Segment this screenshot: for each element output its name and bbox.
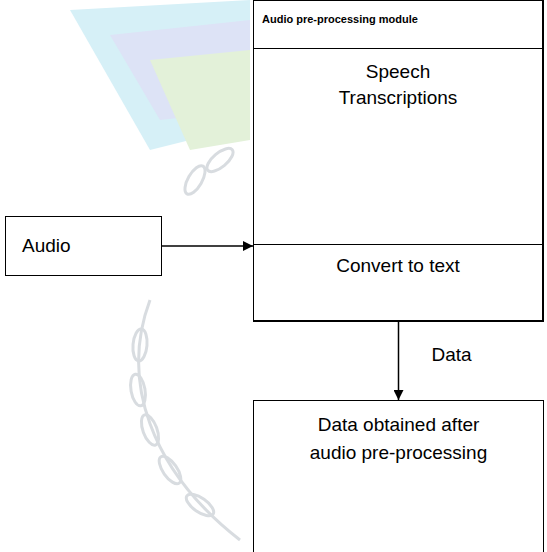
edge-label: Data <box>429 344 475 366</box>
box-label: Speech Transcriptions <box>318 49 478 110</box>
watermark-leaf <box>150 50 250 150</box>
box-label: Convert to text <box>254 245 542 277</box>
box-label: Audio <box>22 235 71 257</box>
process-band: Speech Transcriptions <box>254 48 542 244</box>
input-box: Audio <box>5 216 162 276</box>
watermark-leaf <box>70 0 250 150</box>
process-band: Convert to text <box>254 244 542 321</box>
output-box: Data obtained after audio pre-processing <box>253 400 544 552</box>
module-box: Audio pre-processing moduleSpeech Transc… <box>253 0 544 322</box>
box-label: Data obtained after audio pre-processing <box>296 401 501 466</box>
laurel-wreath <box>128 144 240 540</box>
flow-arrow <box>398 322 400 400</box>
flow-arrow <box>162 245 253 247</box>
module-heading: Audio pre-processing module <box>254 1 542 25</box>
